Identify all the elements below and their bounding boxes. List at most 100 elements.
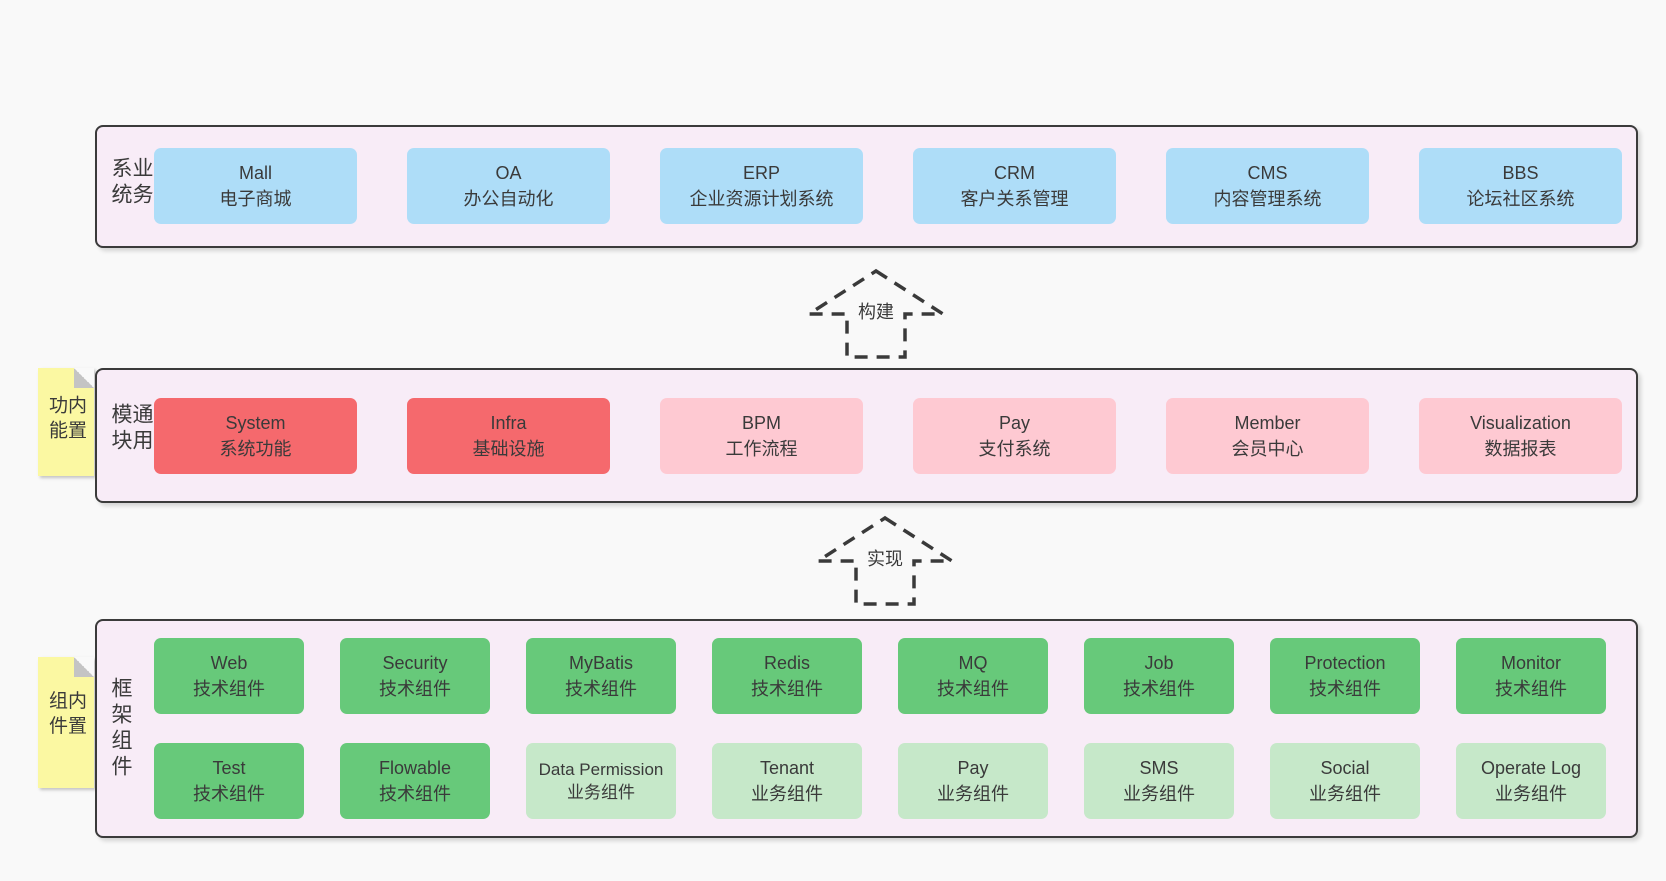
business-systems-row: Mall 电子商城 OA 办公自动化 ERP 企业资源计划系统 CRM 客户关系… bbox=[154, 148, 1622, 224]
box-web: Web 技术组件 bbox=[154, 638, 304, 714]
box-title: Test bbox=[212, 758, 246, 778]
box-title: Job bbox=[1144, 653, 1174, 673]
box-subtitle: 技术组件 bbox=[1123, 679, 1195, 699]
band-business-systems: 业务系统 Mall 电子商城 OA 办公自动化 ERP 企业资源计划系统 CRM… bbox=[95, 125, 1638, 248]
folded-corner-icon bbox=[74, 657, 94, 677]
band-label-business-systems: 业务系统 bbox=[109, 156, 153, 209]
box-bbs: BBS 论坛社区系统 bbox=[1419, 148, 1622, 224]
box-title: MyBatis bbox=[568, 653, 633, 673]
box-title: OA bbox=[495, 163, 522, 183]
sticky-label: 内置组件 bbox=[46, 689, 86, 740]
box-erp: ERP 企业资源计划系统 bbox=[660, 148, 863, 224]
box-sms: SMS 业务组件 bbox=[1084, 743, 1234, 819]
box-mq: MQ 技术组件 bbox=[898, 638, 1048, 714]
box-data-permission: Data Permission 业务组件 bbox=[526, 743, 676, 819]
box-subtitle: 办公自动化 bbox=[463, 189, 554, 209]
box-subtitle: 系统功能 bbox=[219, 439, 292, 459]
box-subtitle: 技术组件 bbox=[565, 679, 637, 699]
arrow-implement: 实现 bbox=[815, 515, 955, 607]
box-title: Security bbox=[382, 653, 448, 673]
box-title: ERP bbox=[742, 163, 780, 183]
box-visualization: Visualization 数据报表 bbox=[1419, 398, 1622, 474]
box-subtitle: 技术组件 bbox=[1495, 679, 1567, 699]
box-operate-log: Operate Log 业务组件 bbox=[1456, 743, 1606, 819]
arrow-label-build: 构建 bbox=[856, 298, 896, 324]
band-label-framework-components: 框架组件 bbox=[109, 676, 132, 781]
box-title: Pay bbox=[957, 758, 989, 778]
box-subtitle: 工作流程 bbox=[725, 439, 798, 459]
box-title: Tenant bbox=[759, 758, 815, 778]
box-title: Operate Log bbox=[1480, 758, 1582, 778]
box-subtitle: 数据报表 bbox=[1484, 439, 1557, 459]
box-title: Monitor bbox=[1500, 653, 1562, 673]
sticky-note-built-in-features: 内置功能 bbox=[38, 368, 94, 476]
box-title: Visualization bbox=[1470, 413, 1571, 433]
box-title: Flowable bbox=[378, 758, 452, 778]
box-subtitle: 支付系统 bbox=[978, 439, 1051, 459]
dashed-up-arrow-icon bbox=[806, 268, 946, 359]
box-title: Redis bbox=[763, 653, 811, 673]
box-title: Mall bbox=[238, 163, 272, 183]
framework-components-row-2: Test 技术组件 Flowable 技术组件 Data Permission … bbox=[154, 743, 1606, 819]
common-modules-row: System 系统功能 Infra 基础设施 BPM 工作流程 Pay 支付系统… bbox=[154, 398, 1622, 474]
box-title: MQ bbox=[958, 653, 988, 673]
arrow-build: 构建 bbox=[806, 268, 946, 360]
box-title: CMS bbox=[1247, 163, 1288, 183]
box-crm: CRM 客户关系管理 bbox=[913, 148, 1116, 224]
box-subtitle: 技术组件 bbox=[937, 679, 1009, 699]
box-cms: CMS 内容管理系统 bbox=[1166, 148, 1369, 224]
sticky-label: 内置功能 bbox=[46, 395, 86, 445]
box-pay: Pay 支付系统 bbox=[913, 398, 1116, 474]
box-title: Member bbox=[1234, 413, 1301, 433]
framework-components-row-1: Web 技术组件 Security 技术组件 MyBatis 技术组件 Redi… bbox=[154, 638, 1606, 714]
box-subtitle: 技术组件 bbox=[379, 679, 451, 699]
box-subtitle: 电子商城 bbox=[219, 189, 292, 209]
box-subtitle: 业务组件 bbox=[1123, 784, 1195, 804]
box-mybatis: MyBatis 技术组件 bbox=[526, 638, 676, 714]
box-tenant: Tenant 业务组件 bbox=[712, 743, 862, 819]
box-subtitle: 业务组件 bbox=[1495, 784, 1567, 804]
sticky-note-built-in-components: 内置组件 bbox=[38, 657, 94, 788]
box-flowable: Flowable 技术组件 bbox=[340, 743, 490, 819]
band-label-common-modules: 通用模块 bbox=[109, 402, 153, 455]
box-protection: Protection 技术组件 bbox=[1270, 638, 1420, 714]
folded-corner-icon bbox=[74, 368, 94, 388]
box-security: Security 技术组件 bbox=[340, 638, 490, 714]
box-subtitle: 业务组件 bbox=[1309, 784, 1381, 804]
box-subtitle: 业务组件 bbox=[751, 784, 823, 804]
box-title: System bbox=[225, 413, 286, 433]
box-title: Pay bbox=[998, 413, 1031, 433]
box-subtitle: 技术组件 bbox=[193, 784, 265, 804]
box-title: SMS bbox=[1139, 758, 1179, 778]
arrow-label-implement: 实现 bbox=[865, 545, 905, 571]
box-subtitle: 技术组件 bbox=[751, 679, 823, 699]
box-mall: Mall 电子商城 bbox=[154, 148, 357, 224]
box-member: Member 会员中心 bbox=[1166, 398, 1369, 474]
box-social: Social 业务组件 bbox=[1270, 743, 1420, 819]
box-subtitle: 内容管理系统 bbox=[1213, 189, 1322, 209]
box-subtitle: 技术组件 bbox=[1309, 679, 1381, 699]
box-infra: Infra 基础设施 bbox=[407, 398, 610, 474]
box-title: Protection bbox=[1304, 653, 1386, 673]
box-pay-business: Pay 业务组件 bbox=[898, 743, 1048, 819]
band-framework-components: 框架组件 Web 技术组件 Security 技术组件 MyBatis 技术组件… bbox=[95, 619, 1638, 838]
box-system: System 系统功能 bbox=[154, 398, 357, 474]
box-title: Infra bbox=[490, 413, 527, 433]
box-subtitle: 技术组件 bbox=[193, 679, 265, 699]
box-subtitle: 客户关系管理 bbox=[960, 189, 1069, 209]
box-title: BBS bbox=[1502, 163, 1539, 183]
box-subtitle: 业务组件 bbox=[937, 784, 1009, 804]
box-subtitle: 基础设施 bbox=[472, 439, 545, 459]
band-common-modules: 通用模块 System 系统功能 Infra 基础设施 BPM 工作流程 Pay… bbox=[95, 368, 1638, 503]
box-test: Test 技术组件 bbox=[154, 743, 304, 819]
dashed-up-arrow-icon bbox=[815, 515, 955, 606]
box-subtitle: 技术组件 bbox=[379, 784, 451, 804]
box-subtitle: 企业资源计划系统 bbox=[689, 189, 834, 209]
box-title: BPM bbox=[741, 413, 781, 433]
box-oa: OA 办公自动化 bbox=[407, 148, 610, 224]
box-title: Social bbox=[1320, 758, 1370, 778]
box-title: CRM bbox=[994, 163, 1035, 183]
box-title: Data Permission bbox=[538, 760, 664, 779]
box-redis: Redis 技术组件 bbox=[712, 638, 862, 714]
box-subtitle: 会员中心 bbox=[1231, 439, 1304, 459]
